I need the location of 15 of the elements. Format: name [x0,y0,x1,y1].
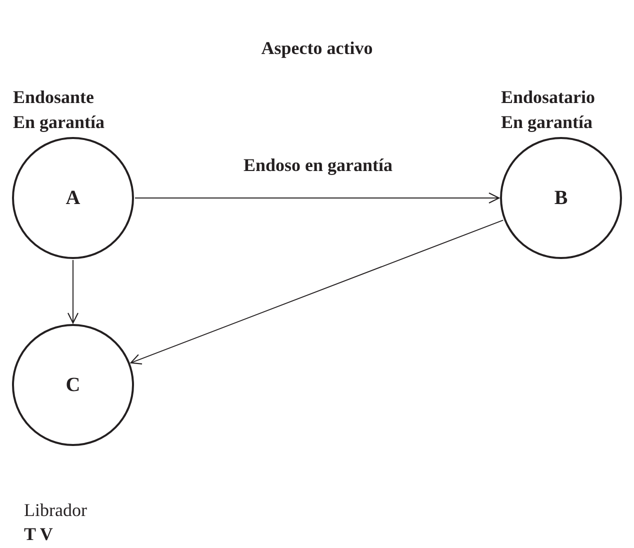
arrow [67,260,79,324]
node-caption: T V [24,523,53,546]
node-caption: Endosante En garantía [13,86,106,134]
circle-node [12,137,134,259]
edge-label: Endoso en garantía [243,155,393,176]
circle-node [500,137,622,259]
node-letter: C [66,374,80,396]
node-caption: Endosatario En garantía [501,86,596,134]
title: Aspecto activo [260,38,374,59]
arrow [134,192,500,204]
node-letter: B [554,186,568,210]
node-letter: A [66,186,80,210]
node-caption: Librador [24,499,87,522]
arrow [130,220,504,364]
circle-node [12,324,134,446]
